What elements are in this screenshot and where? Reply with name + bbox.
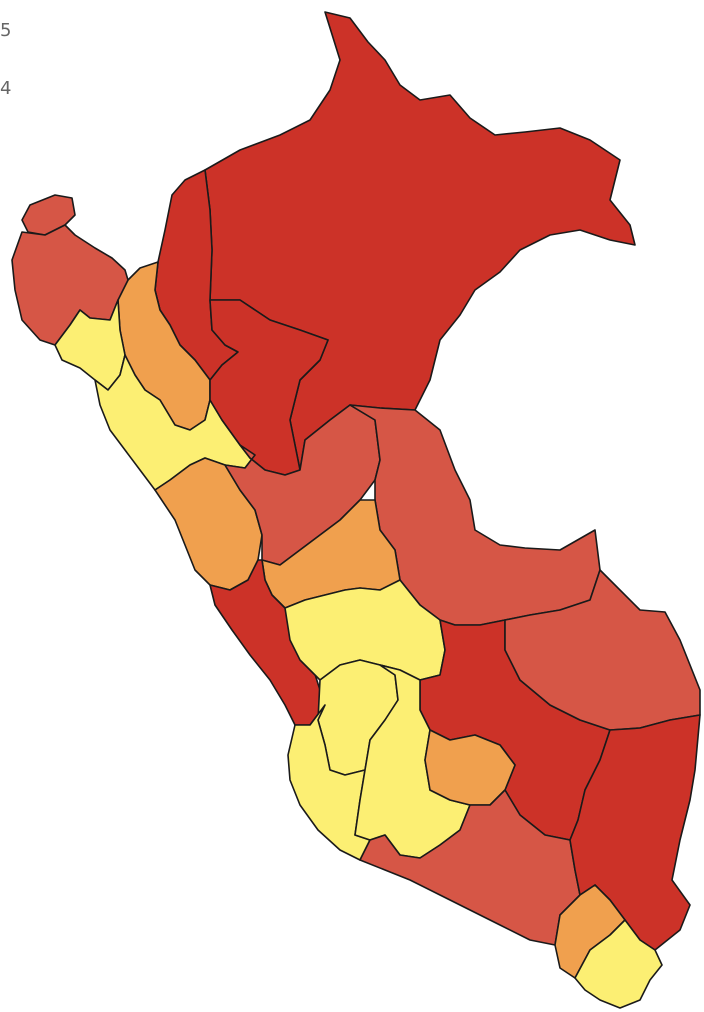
region-arequipa[interactable] <box>359 789 581 946</box>
legend-label-top: 5 <box>0 20 12 41</box>
region-madre-de-dios[interactable] <box>504 569 701 731</box>
region-ancash[interactable] <box>154 457 263 591</box>
legend-label-bottom: 4 <box>0 78 12 99</box>
region-tacna[interactable] <box>574 919 663 1009</box>
region-lambayeque[interactable] <box>54 299 126 391</box>
